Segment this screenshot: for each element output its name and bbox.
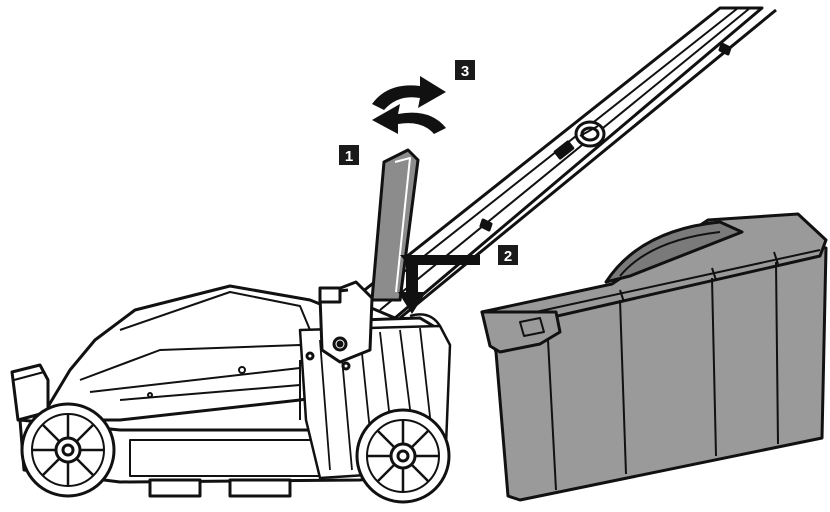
handle-bracket: [305, 280, 374, 371]
handle-switch-icon: [574, 120, 606, 148]
rotate-back-arrow-icon: [372, 104, 446, 134]
front-wheel: [20, 402, 116, 498]
grass-collection-box: [480, 212, 828, 502]
step-1-badge: 1: [339, 145, 359, 165]
rear-flap: [370, 148, 420, 302]
step-2-label: 2: [504, 248, 512, 265]
down-arrow-icon: [398, 255, 480, 314]
step-1-label: 1: [345, 148, 353, 165]
rear-wheel: [355, 408, 451, 504]
rotate-forward-arrow-icon: [372, 76, 446, 110]
step-3-label: 3: [461, 63, 469, 80]
step-3-badge: 3: [455, 60, 475, 80]
mower-handle: [350, 6, 777, 320]
step-2-badge: 2: [498, 245, 518, 265]
